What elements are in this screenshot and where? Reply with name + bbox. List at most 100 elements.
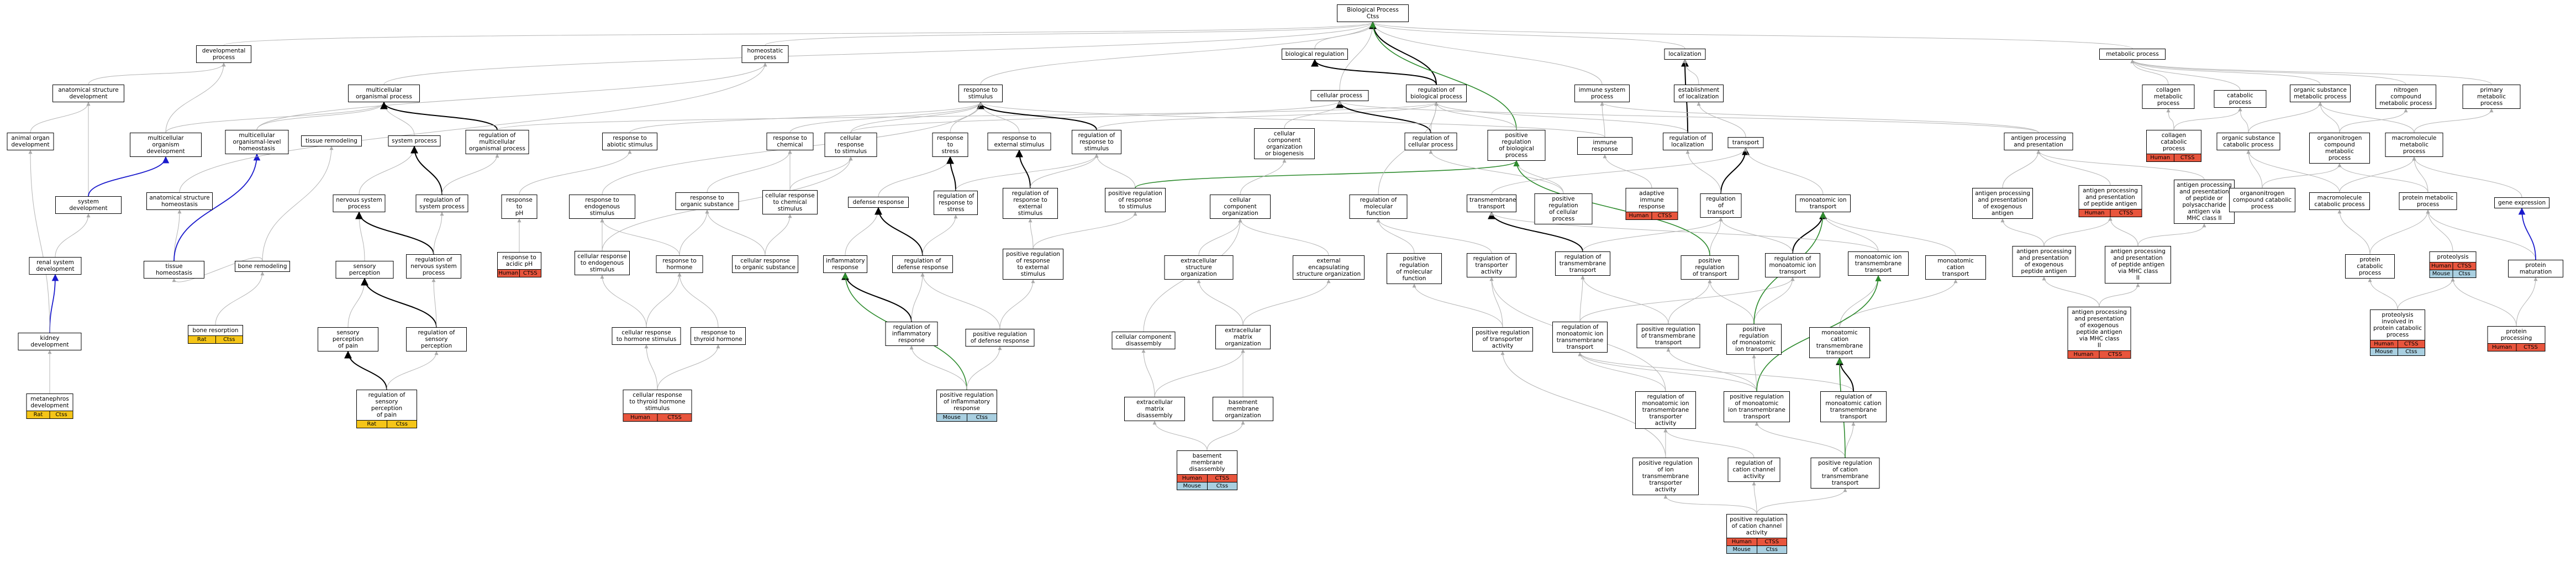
go-term-node[interactable]: positive regulation of inflammatory resp…	[936, 390, 997, 422]
go-term-node[interactable]: regulation of nervous system process	[406, 254, 461, 279]
go-term-node[interactable]: regulation of sensory perception	[406, 327, 467, 351]
go-term-node[interactable]: regulation of cation channel activity	[1727, 458, 1780, 482]
go-term-node[interactable]: defense response	[848, 197, 909, 208]
go-term-node[interactable]: catabolic process	[2214, 90, 2267, 108]
go-term-node[interactable]: response to chemical	[766, 133, 814, 150]
go-term-node[interactable]: positive regulation of cation transmembr…	[1810, 458, 1880, 489]
go-term-node[interactable]: positive regulation of biological proces…	[1487, 130, 1546, 161]
go-term-node[interactable]: gene expression	[2494, 197, 2549, 208]
go-term-node[interactable]: system process	[388, 135, 441, 146]
go-term-node[interactable]: primary metabolic process	[2462, 85, 2521, 109]
go-term-node[interactable]: inflammatory response	[823, 255, 867, 273]
go-term-node[interactable]: localization	[1664, 49, 1706, 60]
go-term-node[interactable]: multicellular organism development	[130, 133, 202, 157]
go-term-node[interactable]: extracellular structure organization	[1164, 255, 1234, 280]
go-term-node[interactable]: cellular response to stimulus	[824, 133, 877, 157]
go-term-node[interactable]: tissue remodeling	[301, 135, 362, 146]
go-term-node[interactable]: sensory perception of pain	[318, 327, 378, 351]
go-term-node[interactable]: regulation of transport	[1700, 193, 1742, 218]
go-term-node[interactable]: response to organic substance	[675, 192, 739, 210]
go-term-node[interactable]: regulation of transporter activity	[1467, 253, 1516, 277]
go-term-node[interactable]: antigen processing and presentation of p…	[2174, 180, 2235, 224]
go-term-node[interactable]: organonitrogen compound metabolic proces…	[2309, 133, 2370, 164]
go-term-node[interactable]: regulation of system process	[415, 195, 468, 212]
go-term-node[interactable]: antigen processing and presentation of p…	[2105, 246, 2171, 284]
go-term-node[interactable]: positive regulation of response to stimu…	[1105, 188, 1166, 212]
go-term-node[interactable]: homeostatic process	[741, 45, 789, 63]
go-term-node[interactable]: response to pH	[501, 195, 538, 219]
go-term-node[interactable]: monoatomic cation transmembrane transpor…	[1809, 327, 1870, 358]
go-term-node[interactable]: establishment of localization	[1674, 85, 1724, 102]
go-term-node[interactable]: positive regulation of response to exter…	[1003, 249, 1063, 280]
go-term-node[interactable]: basement membrane organization	[1213, 397, 1273, 421]
go-term-node[interactable]: regulation of response to stress	[934, 191, 978, 215]
go-term-node[interactable]: renal system development	[29, 257, 82, 275]
go-term-node[interactable]: regulation of defense response	[892, 255, 953, 273]
go-term-node[interactable]: Biological Process Ctss	[1337, 4, 1409, 22]
go-term-node[interactable]: regulation of monoatomic ion transmembra…	[1552, 322, 1608, 353]
go-term-node[interactable]: monoatomic ion transmembrane transport	[1848, 251, 1909, 276]
go-term-node[interactable]: cellular component organization or bioge…	[1254, 128, 1315, 159]
go-term-node[interactable]: multicellular organismal-level homeostas…	[225, 130, 289, 154]
go-term-node[interactable]: protein metabolic process	[2399, 192, 2457, 210]
go-term-node[interactable]: protein maturation	[2508, 260, 2563, 277]
go-term-node[interactable]: antigen processing and presentation of e…	[2067, 307, 2131, 359]
go-term-node[interactable]: monoatomic cation transport	[1925, 255, 1986, 280]
go-term-node[interactable]: positive regulation of ion transmembrane…	[1632, 458, 1699, 495]
go-term-node[interactable]: regulation of molecular function	[1349, 195, 1408, 219]
go-term-node[interactable]: antigen processing and presentation of p…	[2078, 185, 2142, 217]
go-term-node[interactable]: positive regulation of cellular process	[1534, 193, 1593, 224]
go-term-node[interactable]: cellular component disassembly	[1111, 332, 1176, 349]
go-term-node[interactable]: positive regulation of transport	[1681, 255, 1739, 280]
go-term-node[interactable]: tissue homeostasis	[144, 261, 204, 279]
go-term-node[interactable]: cellular component organization	[1210, 195, 1271, 219]
go-term-node[interactable]: nitrogen compound metabolic process	[2375, 85, 2436, 109]
go-term-node[interactable]: sensory perception	[335, 261, 394, 279]
go-term-node[interactable]: cellular response to endogenous stimulus	[575, 251, 630, 275]
go-term-node[interactable]: positive regulation of defense response	[965, 329, 1035, 347]
go-term-node[interactable]: regulation of localization	[1663, 133, 1713, 150]
go-term-node[interactable]: response to abiotic stimulus	[602, 133, 657, 150]
go-term-node[interactable]: organic substance metabolic process	[2290, 85, 2351, 102]
go-term-node[interactable]: cellular response to thyroid hormone sti…	[623, 390, 692, 422]
go-term-node[interactable]: positive regulation of monoatomic ion tr…	[1724, 391, 1790, 422]
go-term-node[interactable]: regulation of transmembrane transport	[1555, 251, 1610, 276]
go-term-node[interactable]: regulation of multicellular organismal p…	[465, 130, 529, 154]
go-term-node[interactable]: metabolic process	[2099, 49, 2166, 60]
go-term-node[interactable]: cellular process	[1310, 90, 1369, 101]
go-term-node[interactable]: antigen processing and presentation	[2004, 133, 2073, 150]
go-term-node[interactable]: positive regulation of transmembrane tra…	[1636, 324, 1700, 348]
go-term-node[interactable]: extracellular matrix disassembly	[1124, 397, 1185, 421]
go-term-node[interactable]: multicellular organismal process	[348, 85, 420, 102]
go-term-node[interactable]: nervous system process	[333, 195, 386, 212]
go-term-node[interactable]: biological regulation	[1282, 49, 1348, 60]
go-term-node[interactable]: response to endogenous stimulus	[569, 195, 635, 219]
go-term-node[interactable]: protein catabolic process	[2345, 254, 2395, 279]
go-term-node[interactable]: regulation of monoatomic ion transport	[1765, 253, 1820, 277]
go-term-node[interactable]: cellular response to hormone stimulus	[612, 327, 681, 345]
go-term-node[interactable]: transmembrane transport	[1467, 195, 1516, 212]
go-term-node[interactable]: antigen processing and presentation of e…	[2012, 246, 2076, 277]
go-term-node[interactable]: cellular response to chemical stimulus	[762, 190, 818, 214]
go-term-node[interactable]: positive regulation of molecular functio…	[1387, 253, 1442, 284]
go-term-node[interactable]: response to stress	[932, 133, 968, 157]
go-term-node[interactable]: regulation of biological process	[1406, 85, 1467, 102]
go-term-node[interactable]: regulation of monoatomic ion transmembra…	[1635, 391, 1696, 429]
go-term-node[interactable]: regulation of inflammatory response	[885, 322, 938, 346]
go-term-node[interactable]: system development	[55, 196, 122, 214]
go-term-node[interactable]: regulation of response to stimulus	[1072, 130, 1121, 154]
go-term-node[interactable]: proteolysis involved in protein cataboli…	[2370, 309, 2425, 356]
go-term-node[interactable]: anatomical structure homeostasis	[146, 192, 213, 210]
go-term-node[interactable]: regulation of response to external stimu…	[1003, 188, 1058, 219]
go-term-node[interactable]: macromolecule catabolic process	[2309, 192, 2370, 210]
go-term-node[interactable]: regulation of monoatomic cation transmem…	[1820, 391, 1887, 422]
go-term-node[interactable]: anatomical structure development	[52, 85, 124, 102]
